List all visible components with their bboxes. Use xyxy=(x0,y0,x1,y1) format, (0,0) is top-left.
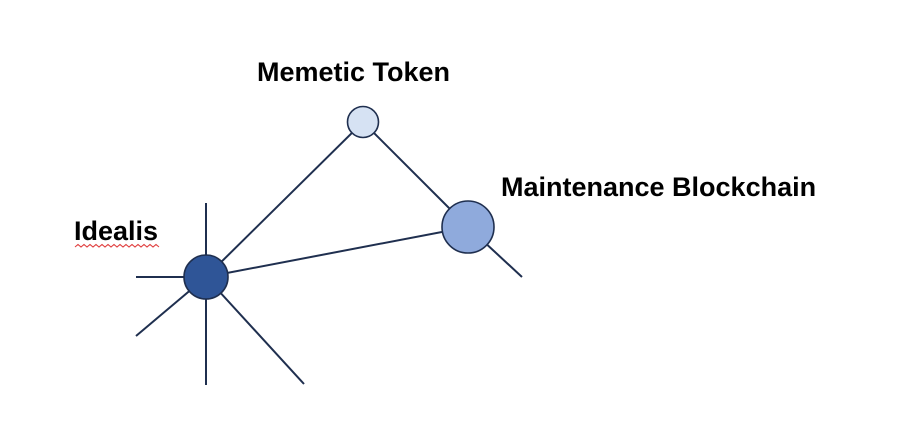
label-maintenance-blockchain: Maintenance Blockchain xyxy=(501,172,816,202)
node-maintenance-blockchain xyxy=(441,200,495,254)
edge-idealis-lower-right xyxy=(205,276,305,385)
label-memetic-token: Memetic Token xyxy=(257,57,450,87)
node-memetic-token xyxy=(346,105,380,139)
spellcheck-underline xyxy=(74,243,160,248)
edge-idealis-memetic-token xyxy=(205,121,364,278)
label-idealis: Idealis xyxy=(74,216,158,246)
node-idealis xyxy=(183,254,229,300)
edge-idealis-maintenance-blockchain xyxy=(205,226,469,278)
